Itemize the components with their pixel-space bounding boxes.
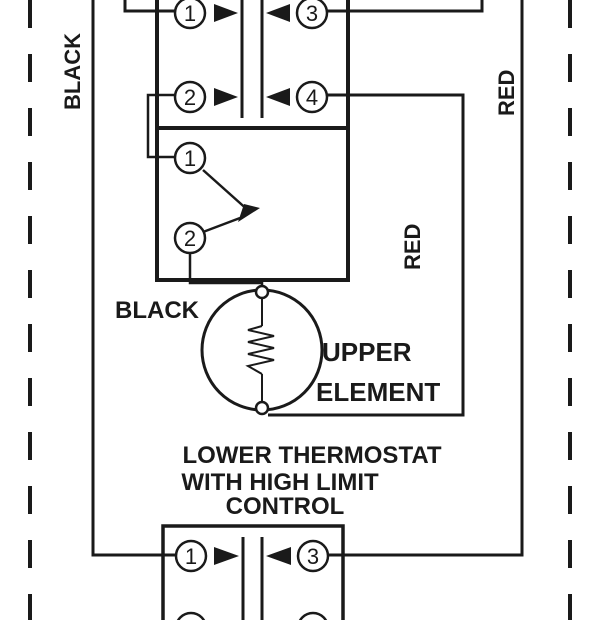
left-black-wire [91, 0, 178, 557]
inner-red-label: RED [400, 224, 425, 270]
lower-title-line3: CONTROL [226, 493, 345, 520]
arrow-right-icon [214, 547, 239, 565]
lower-title-line2: WITH HIGH LIMIT [181, 469, 379, 496]
jumper-wire [146, 93, 175, 159]
high-limit-switch: 1 2 [155, 126, 350, 282]
upper-terminal-1 [173, 0, 207, 30]
right-red-wire [325, 0, 524, 557]
lower-terminal-1 [174, 539, 208, 573]
lower-thermostat: 1 3 [161, 524, 345, 620]
upper-terminal-2-label: 2 [184, 85, 196, 110]
black-element-wire [188, 253, 264, 290]
lower-terminal-3 [296, 539, 330, 573]
arrow-right-icon [214, 88, 238, 106]
element-label-line1: UPPER [322, 337, 412, 367]
red-element-wire [268, 93, 465, 417]
upper-terminal-4 [295, 80, 329, 114]
upper-terminal-3-label: 3 [306, 1, 318, 26]
upper-element [200, 284, 324, 416]
element-top-terminal [254, 284, 270, 300]
heating-coil-icon [245, 325, 275, 375]
upper-terminal-1-label: 1 [184, 1, 196, 26]
element-label-line2: ELEMENT [316, 377, 440, 407]
upper-thermostat: 1 3 2 4 [123, 0, 484, 130]
element-black-label: BLACK [115, 297, 200, 324]
upper-terminal-3 [295, 0, 329, 30]
arrow-left-icon [266, 547, 291, 565]
element-bottom-terminal [254, 400, 270, 416]
arrow-left-icon [266, 4, 290, 22]
lower-terminal-3-label: 3 [307, 544, 319, 569]
right-wire-label: RED [494, 70, 519, 116]
high-limit-terminal-1-label: 1 [184, 146, 196, 171]
switch-arrow-icon [238, 204, 260, 222]
upper-terminal-4-label: 4 [306, 85, 318, 110]
arrow-left-icon [266, 88, 290, 106]
high-limit-terminal-1 [173, 141, 207, 175]
left-wire-label: BLACK [60, 33, 85, 110]
high-limit-terminal-2-label: 2 [184, 226, 196, 251]
lower-title-line1: LOWER THERMOSTAT [182, 442, 441, 469]
upper-terminal-2 [173, 80, 207, 114]
lower-terminal-1-label: 1 [185, 544, 197, 569]
arrow-right-icon [214, 4, 238, 22]
